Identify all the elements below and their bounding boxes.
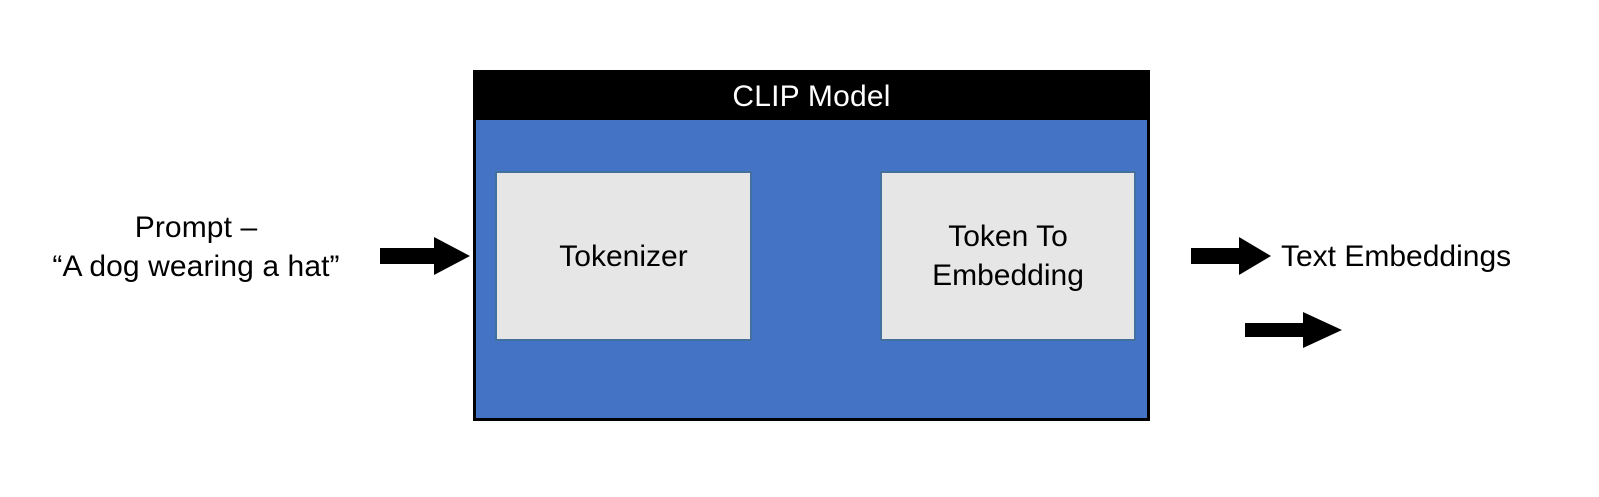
arrow-right-icon-input [380,237,470,275]
node-token-to-embedding-line-1: Token To [948,220,1068,253]
node-tokenizer[interactable]: Tokenizer [495,171,752,341]
node-tokenizer-line-1: Tokenizer [559,239,688,273]
arrow-right-icon-middle [1245,312,1342,348]
prompt-label: Prompt – “A dog wearing a hat” [10,208,382,286]
arrow-right-icon-output [1191,237,1271,275]
clip-model-container: CLIP Model Tokenizer Token To Embedding [473,70,1342,421]
node-tokenizer-text: Tokenizer [559,237,687,276]
node-token-to-embedding-text: Token To Embedding [932,217,1084,295]
prompt-label-line-1: Prompt – [134,211,258,244]
clip-model-header: CLIP Model [476,73,1147,120]
prompt-label-line-2: “A dog wearing a hat” [52,250,340,283]
output-label-text-embeddings: Text Embeddings [1281,240,1512,273]
node-token-to-embedding[interactable]: Token To Embedding [880,171,1136,341]
node-token-to-embedding-line-2: Embedding [932,259,1084,292]
